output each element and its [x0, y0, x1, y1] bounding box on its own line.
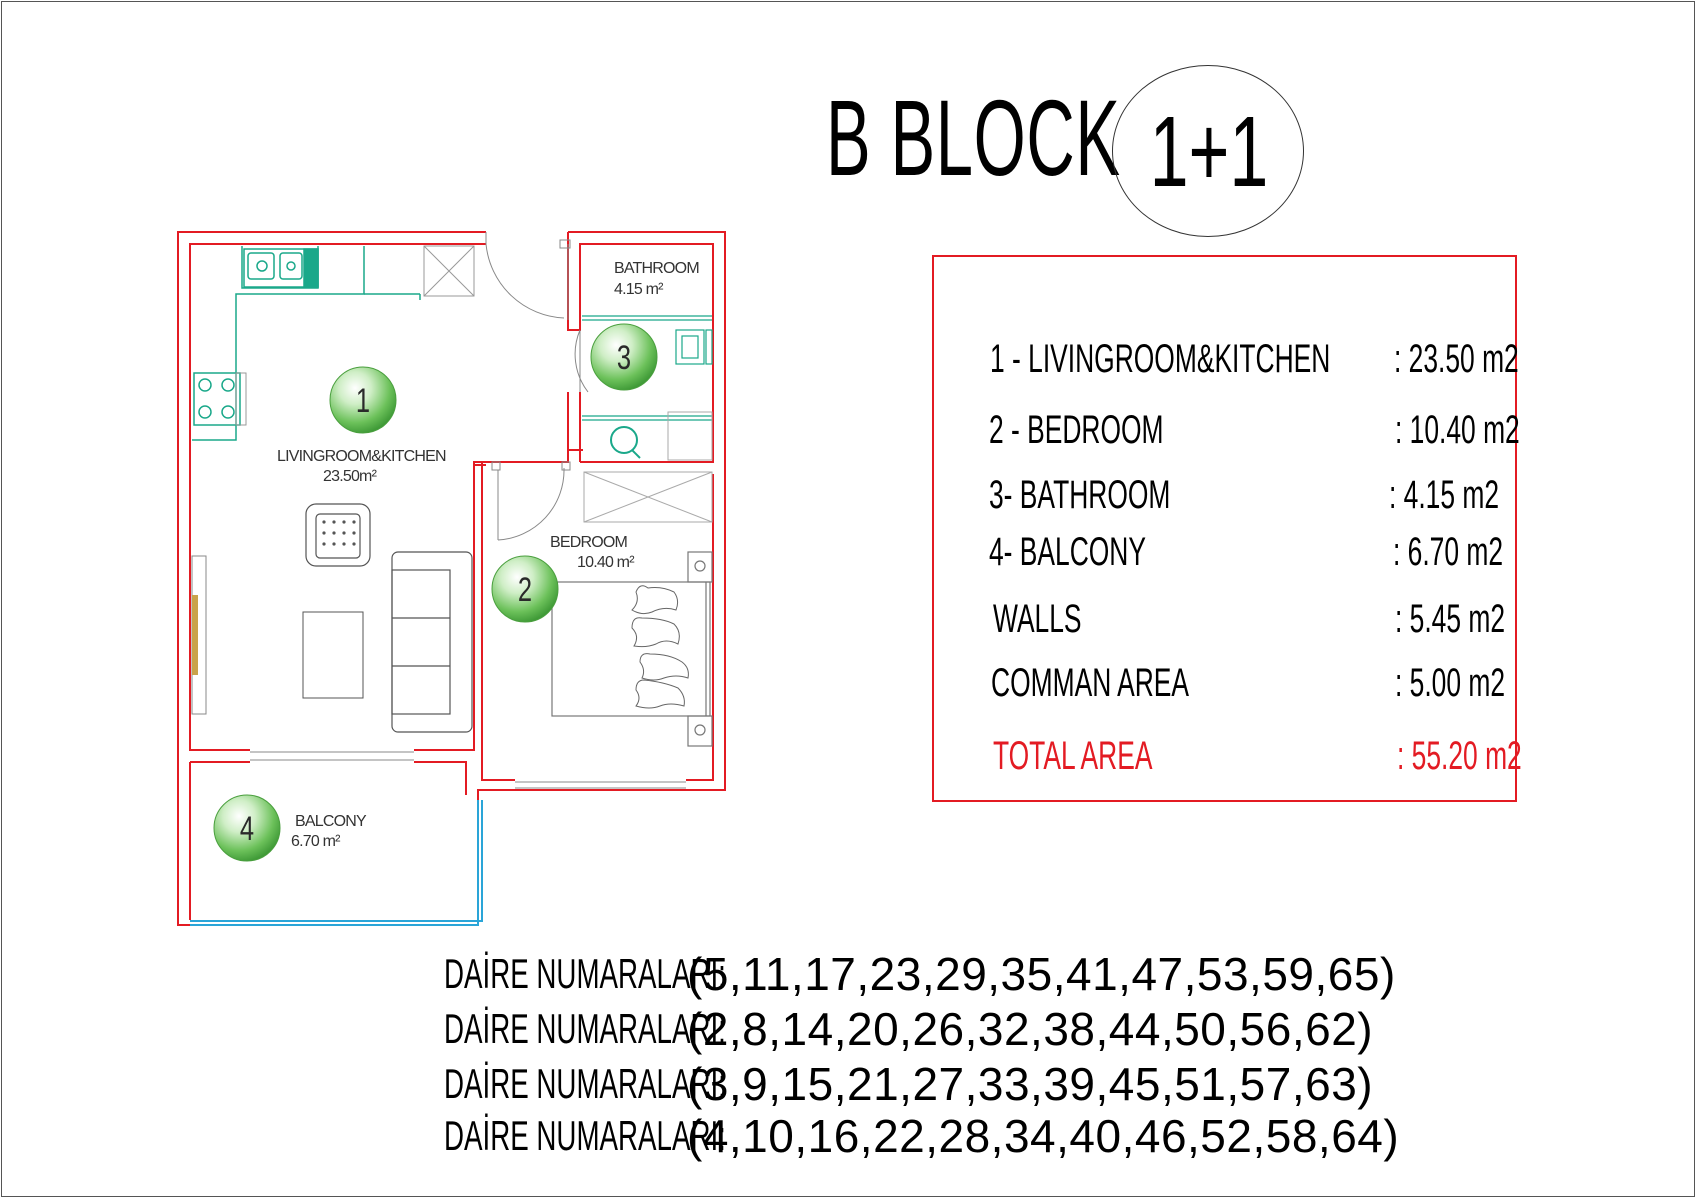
unit-numbers-list: (3,9,15,21,27,33,39,45,51,57,63): [687, 1058, 1374, 1110]
area-row-value: : 10.40 m2: [1395, 408, 1520, 452]
area-row-name: 2 - BEDROOM: [989, 408, 1164, 452]
unit-numbers-label: DAİRE NUMARALARI:: [444, 1112, 726, 1159]
area-row-value: : 6.70 m2: [1393, 530, 1504, 574]
unit-type-label: 1+1: [1149, 96, 1269, 208]
unit-numbers-row: DAİRE NUMARALARI: (3,9,15,21,27,33,39,45…: [444, 1058, 1373, 1110]
living-bottom-wall: [414, 449, 583, 751]
bedroom-walls: [481, 461, 515, 781]
room-name-1: LIVINGROOM&KITCHEN: [277, 448, 446, 465]
living-inner-wall: [189, 243, 486, 751]
balcony-railing: [190, 800, 483, 926]
room-badge-4: 4: [213, 794, 281, 862]
room-name-3: BATHROOM: [614, 260, 699, 277]
sofa: [391, 551, 473, 733]
armchair: [305, 503, 371, 567]
room-name-4: BALCONY: [295, 813, 367, 830]
washing-machine: [667, 411, 713, 461]
unit-numbers-label: DAİRE NUMARALARI:: [444, 950, 726, 997]
total-area-value: : 55.20 m2: [1397, 734, 1522, 778]
room-name-2: BEDROOM: [550, 534, 628, 551]
area-row-balcony: 4- BALCONY : 6.70 m2: [989, 527, 1509, 577]
unit-type-circle: 1+1: [1112, 65, 1304, 237]
wardrobe: [583, 471, 713, 523]
entry-door: [485, 232, 571, 320]
area-row-name: 1 - LIVINGROOM&KITCHEN: [990, 337, 1331, 381]
pillows: [631, 585, 689, 709]
bathroom-door: [574, 329, 589, 393]
area-row-walls: WALLS : 5.45 m2: [993, 594, 1513, 644]
cooktop-edge: [235, 372, 247, 426]
room-number-1: 1: [356, 383, 370, 420]
bed: [551, 551, 713, 747]
bathroom-fixtures: [582, 315, 713, 459]
walls: [177, 231, 726, 926]
room-badge-1: 1: [329, 366, 397, 434]
unit-numbers-row: DAİRE NUMARALARI: (4,10,16,22,28,34,40,4…: [444, 1110, 1399, 1162]
unit-numbers-list: (4,10,16,22,28,34,40,46,52,58,64): [687, 1110, 1400, 1162]
area-row-bathroom: 3- BATHROOM : 4.15 m2: [989, 470, 1509, 520]
unit-numbers-label: DAİRE NUMARALARI:: [444, 1005, 726, 1052]
kitchen-counter: [192, 246, 421, 441]
area-row-value: : 4.15 m2: [1389, 473, 1500, 517]
area-row-livingroom: 1 - LIVINGROOM&KITCHEN : 23.50 m2: [990, 334, 1519, 384]
area-summary-box: 1 - LIVINGROOM&KITCHEN : 23.50 m2 2 - BE…: [932, 255, 1522, 802]
unit-numbers-row: DAİRE NUMARALARI: (5,11,17,23,29,35,41,4…: [444, 948, 1395, 1000]
area-row-bedroom: 2 - BEDROOM : 10.40 m2: [989, 405, 1520, 455]
bedroom-inner: [686, 474, 714, 781]
area-row-name: WALLS: [993, 597, 1082, 641]
total-area-label: TOTAL AREA: [993, 734, 1153, 778]
room-area-4: 6.70 m²: [291, 833, 341, 850]
balcony-wall-right: [414, 761, 467, 795]
armchair-pattern: [322, 520, 356, 546]
area-row-total: TOTAL AREA : 55.20 m2: [993, 731, 1522, 781]
area-row-name: 3- BATHROOM: [989, 473, 1171, 517]
bath-left-wall: [567, 232, 714, 463]
room-area-3: 4.15 m²: [614, 281, 664, 298]
room-badge-3: 3: [590, 323, 658, 391]
fridge: [423, 245, 475, 297]
unit-numbers-list: (5,11,17,23,29,35,41,47,53,59,65): [687, 948, 1396, 1000]
room-number-4: 4: [240, 811, 254, 848]
unit-numbers-row: DAİRE NUMARALARI: (2,8,14,20,26,32,38,44…: [444, 1003, 1373, 1055]
windows: [191, 555, 686, 789]
area-row-name: COMMAN AREA: [991, 661, 1190, 705]
room-number-2: 2: [518, 572, 532, 609]
living-window-frame: [192, 595, 198, 675]
area-row-value: : 23.50 m2: [1394, 337, 1519, 381]
block-title: B BLOCK: [826, 77, 1121, 198]
coffee-table: [302, 611, 364, 699]
room-badge-2: 2: [491, 555, 559, 623]
room-number-3: 3: [617, 340, 631, 377]
area-row-common: COMMAN AREA : 5.00 m2: [991, 658, 1511, 708]
bedroom-door: [491, 461, 571, 541]
unit-numbers-list: (2,8,14,20,26,32,38,44,50,56,62): [687, 1003, 1374, 1055]
area-row-value: : 5.00 m2: [1395, 661, 1506, 705]
unit-numbers-label: DAİRE NUMARALARI:: [444, 1060, 726, 1107]
area-row-value: : 5.45 m2: [1395, 597, 1506, 641]
room-area-1: 23.50m²: [323, 468, 378, 485]
room-area-2: 10.40 m²: [577, 554, 635, 571]
area-row-name: 4- BALCONY: [989, 530, 1146, 574]
